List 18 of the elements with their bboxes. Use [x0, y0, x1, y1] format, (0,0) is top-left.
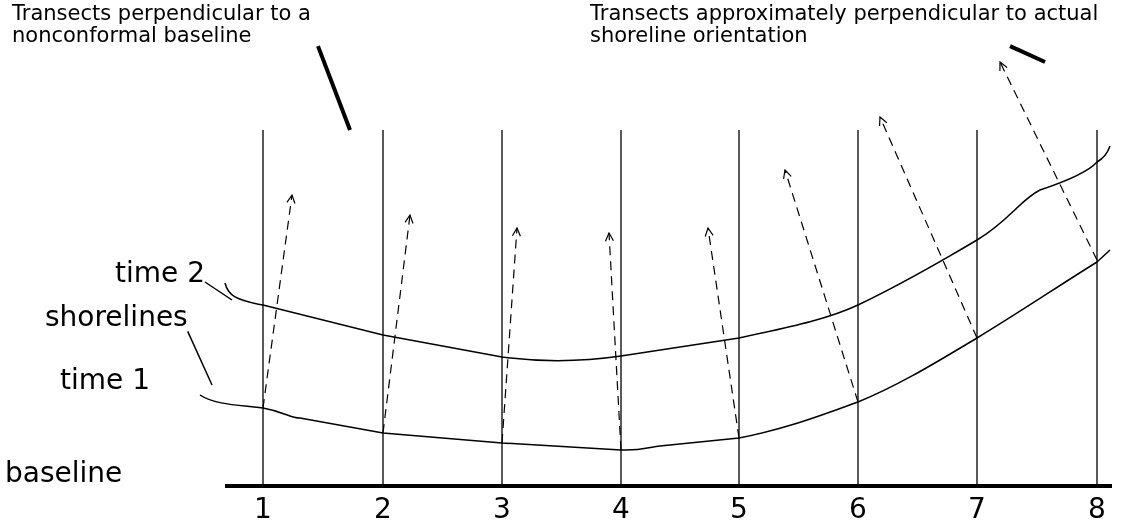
- transect-number: 1: [254, 494, 272, 524]
- leader-line: [186, 330, 213, 386]
- transect-number: 4: [612, 494, 630, 524]
- shoreline-label: time 1: [60, 365, 150, 395]
- transect-number: 2: [374, 494, 392, 524]
- transect-number: 5: [730, 494, 748, 524]
- shoreline-label: shorelines: [45, 302, 188, 332]
- leader-line: [316, 45, 352, 131]
- leader-line: [1009, 44, 1046, 64]
- baseline-label: baseline: [5, 458, 123, 488]
- transect-number: 8: [1088, 494, 1106, 524]
- annotation-text: Transects approximately perpendicular to actual shoreline orientation: [590, 2, 1120, 47]
- shoreline-label: time 2: [115, 258, 205, 288]
- leader-line: [204, 281, 233, 301]
- transect-number: 3: [493, 494, 511, 524]
- transect-number: 7: [968, 494, 986, 524]
- transect-number: 6: [849, 494, 867, 524]
- annotation-text: Transects perpendicular to a nonconformal baseline: [12, 2, 432, 47]
